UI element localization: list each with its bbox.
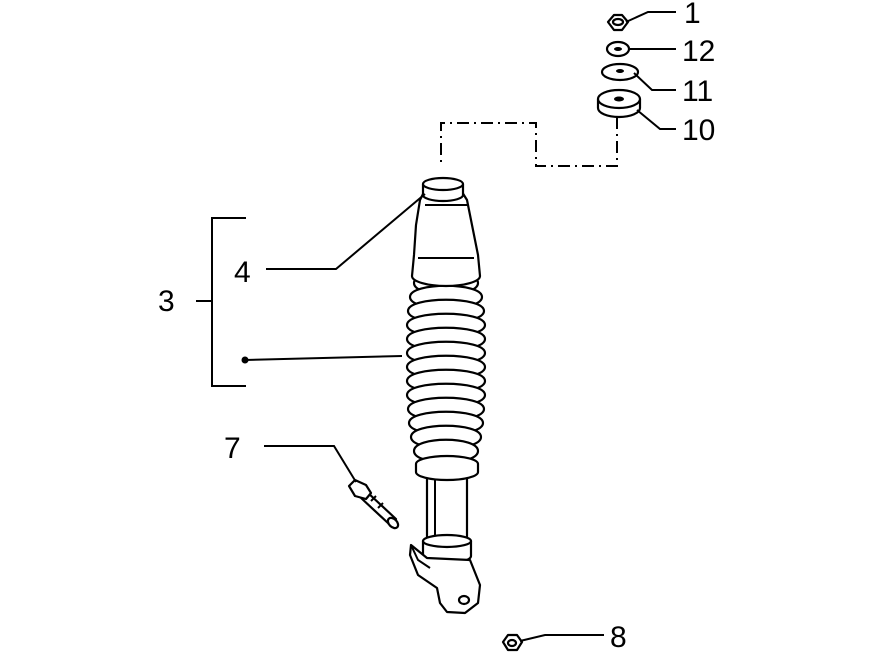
leader-1: [625, 11, 676, 23]
callout-11: 11: [682, 75, 713, 108]
leader-11: [633, 72, 676, 91]
callout-12: 12: [682, 35, 715, 68]
callout-4: 4: [234, 256, 251, 289]
leader-7: [264, 445, 357, 483]
bolt: [347, 478, 400, 530]
callout-10: 10: [682, 114, 715, 147]
callout-1: 1: [684, 0, 701, 30]
assembly-axis-line: [440, 117, 618, 167]
coil-spring: [405, 270, 487, 482]
leader-10: [636, 109, 676, 130]
rubber-bushing: [596, 88, 642, 119]
leader-4: [266, 193, 426, 270]
flat-washer: [600, 62, 640, 82]
top-nut: [606, 13, 630, 32]
rubber-boot: [410, 190, 482, 288]
bracket-3: [211, 217, 246, 387]
leader-8: [519, 634, 604, 642]
small-washer: [605, 40, 631, 58]
shock-absorber: [405, 176, 487, 615]
callout-7: 7: [224, 432, 241, 465]
lower-nut: [501, 633, 524, 652]
callout-8: 8: [610, 621, 627, 654]
callout-3: 3: [158, 285, 175, 318]
